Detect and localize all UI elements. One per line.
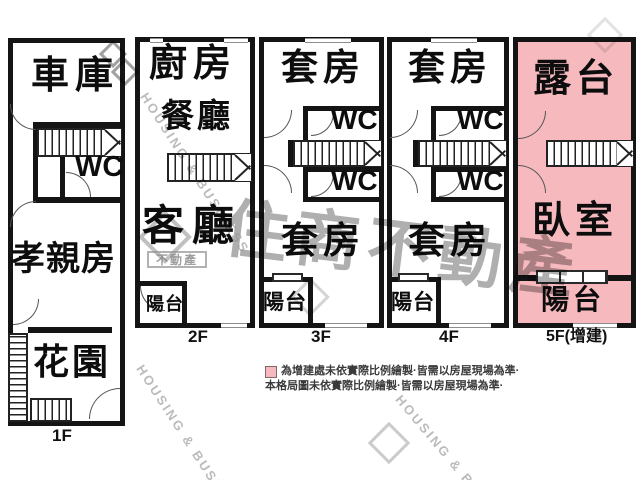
window-symbol-balcony-3f	[272, 273, 303, 282]
stairs-direction-arrow	[490, 141, 506, 166]
wall	[33, 128, 38, 203]
wall	[288, 140, 293, 167]
stairs-direction-arrow	[617, 141, 633, 166]
floor-label-3f: 3F	[311, 327, 331, 346]
room-label-wc-3f-lower: WC	[331, 165, 378, 196]
floor-label-5f: 5F(增建)	[546, 328, 608, 345]
room-label-dining: 餐廳	[161, 97, 233, 134]
window-4f-bottom	[449, 323, 491, 328]
stairs-1f	[37, 128, 122, 157]
wall	[28, 327, 112, 333]
legend-line-2: 本格局圖未依實際比例繪製·皆需以房屋現場為準·	[265, 380, 504, 392]
legend-addition-swatch	[265, 366, 277, 378]
wall	[60, 157, 65, 203]
room-label-parents-room: 孝親房	[11, 240, 116, 278]
watermark-diamond-logo	[367, 421, 411, 465]
window-2f-top-left	[150, 38, 163, 43]
legend-line-1: 為增建處未依實際比例繪製·皆需以房屋現場為準·	[281, 365, 520, 377]
room-label-balcony-4f: 陽台	[391, 291, 435, 314]
room-label-suite-4f-upper: 套房	[408, 47, 492, 88]
floor-label-1f: 1F	[52, 426, 72, 445]
window-4f-top	[431, 38, 477, 43]
floorplan-panel-1f	[8, 38, 125, 426]
wall	[33, 122, 125, 128]
room-label-wc-1f: WC	[75, 151, 124, 183]
stairs-4f	[418, 140, 507, 167]
window-symbol-balcony-5f	[536, 270, 608, 284]
watermark-en-text-2: HOUSING & BUSINESS	[133, 362, 249, 480]
window-3f-bottom	[325, 323, 367, 328]
room-label-wc-4f-lower: WC	[457, 165, 504, 196]
floor-label-4f: 4F	[439, 327, 459, 346]
exterior-stairs-band-1f	[8, 333, 28, 422]
room-label-kitchen: 廚房	[149, 43, 238, 85]
window-2f-bottom	[221, 323, 247, 328]
wall	[413, 140, 418, 167]
room-label-suite-3f-lower: 套房	[281, 220, 365, 261]
stairs-3f	[293, 140, 382, 167]
room-label-suite-3f-upper: 套房	[281, 47, 365, 88]
wc-box-4f-lower	[431, 167, 509, 202]
floorplan-panel-2f	[135, 37, 255, 328]
stairs-direction-arrow	[235, 154, 251, 181]
garden-steps	[30, 398, 72, 422]
room-label-balcony-3f: 陽台	[263, 291, 307, 314]
balcony-box-2f	[140, 281, 187, 328]
window-3f-top	[305, 38, 351, 43]
wc-box-3f-lower	[303, 167, 384, 202]
floor-label-2f: 2F	[188, 327, 208, 346]
window-5f-bottom	[573, 323, 617, 328]
room-label-wc-3f-upper: WC	[331, 104, 378, 135]
watermark-en-text-3: HOUSING & BUSINESS	[392, 392, 526, 480]
window-2f-top-right	[224, 38, 248, 43]
room-label-garden: 花園	[33, 341, 112, 382]
room-label-suite-4f-lower: 套房	[408, 220, 492, 261]
wall	[33, 197, 125, 203]
room-label-roof-terrace: 露台	[533, 58, 620, 100]
stairs-2f	[167, 153, 252, 182]
room-label-wc-4f-upper: WC	[457, 104, 504, 135]
room-label-garage: 車庫	[31, 55, 120, 97]
room-label-balcony-2f: 陽台	[146, 294, 184, 314]
wc-box-3f-upper	[303, 106, 384, 140]
window-symbol-balcony-4f	[398, 273, 429, 282]
room-label-balcony-5f: 陽台	[541, 284, 606, 315]
room-label-living: 客廳	[142, 202, 243, 249]
wc-box-4f-upper	[431, 106, 509, 140]
room-label-bedroom: 臥室	[532, 200, 619, 242]
stairs-direction-arrow	[105, 129, 121, 156]
stairs-5f	[546, 140, 634, 167]
stairs-direction-arrow	[365, 141, 381, 166]
